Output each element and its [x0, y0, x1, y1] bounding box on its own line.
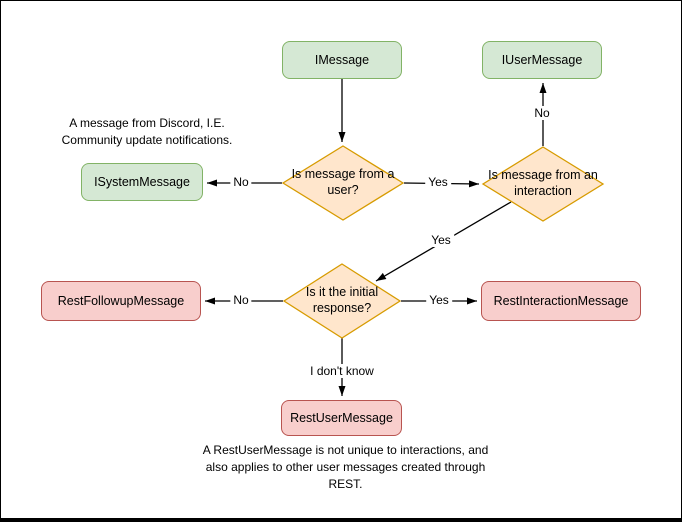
node-isystemmessage-label: ISystemMessage [94, 174, 190, 189]
decision-is-from-interaction-text: Is message from an interaction [488, 168, 598, 198]
decision-is-initial-response-text: Is it the initial response? [305, 285, 379, 315]
decision-is-from-user-shape [281, 145, 405, 221]
note-rest-user-message: A RestUserMessage is not unique to inter… [202, 443, 489, 491]
edge-label-from-interaction-yes: Yes [428, 233, 454, 247]
edge-label-initial-response-yes: Yes [426, 293, 452, 307]
decision-is-initial-response-shape [282, 263, 402, 339]
edge-label-from-user-no: No [230, 175, 252, 189]
decision-is-from-user-text: Is message from a user? [291, 167, 395, 197]
node-restusermessage: RestUserMessage [281, 400, 402, 436]
edge-label-from-user-yes: Yes [425, 175, 451, 189]
node-iusermessage: IUserMessage [482, 41, 602, 79]
node-restinteractionmessage-label: RestInteractionMessage [493, 293, 629, 308]
node-restinteractionmessage: RestInteractionMessage [481, 281, 641, 321]
decision-is-from-interaction-label: Is message from an interaction [488, 160, 598, 208]
decision-is-from-user-label: Is message from a user? [288, 159, 398, 207]
node-restfollowupmessage-label: RestFollowupMessage [57, 293, 185, 308]
decision-is-initial-response-label: Is it the initial response? [287, 277, 397, 325]
node-restfollowupmessage: RestFollowupMessage [41, 281, 201, 321]
decision-is-from-interaction-shape [481, 146, 605, 222]
node-imessage: IMessage [282, 41, 402, 79]
node-iusermessage-label: IUserMessage [501, 52, 583, 67]
note-system-message: A message from Discord, I.E. Community u… [61, 116, 233, 147]
edge-label-initial-response-no: No [230, 293, 252, 307]
edge-label-from-interaction-no: No [531, 106, 553, 120]
node-isystemmessage: ISystemMessage [81, 163, 203, 201]
node-imessage-label: IMessage [314, 52, 370, 67]
node-restusermessage-label: RestUserMessage [290, 410, 393, 425]
edge-label-initial-response-unknown: I don't know [307, 364, 377, 378]
